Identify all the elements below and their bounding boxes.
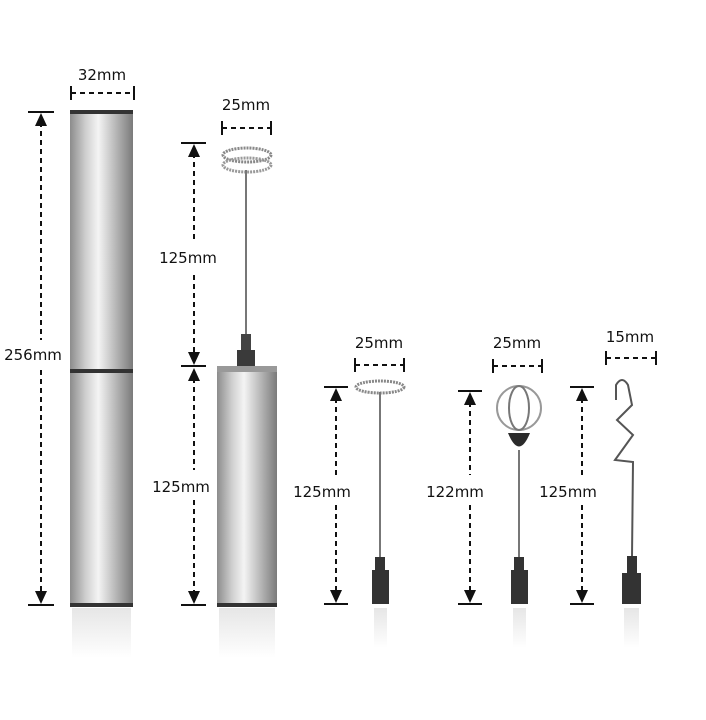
case-width-dimension: 32mm — [70, 66, 135, 100]
hook-length-dimension: 125mm — [539, 386, 597, 605]
hook-width-label: 15mm — [606, 328, 654, 346]
frother-head-width-dimension: 25mm — [221, 96, 272, 135]
frother-head-width-label: 25mm — [222, 96, 270, 114]
frother-shaft-dimension: 125mm — [159, 142, 217, 367]
case-width-label: 32mm — [78, 66, 126, 84]
spiral-hook-attachment — [613, 379, 641, 648]
case-height-label: 256mm — [4, 346, 62, 364]
frother-shaft-label: 125mm — [159, 249, 217, 267]
frother-body-dimension: 125mm — [152, 368, 210, 606]
case-height-dimension: 256mm — [4, 111, 62, 606]
milk-frother — [217, 146, 277, 658]
spring-whisk-width-label: 25mm — [355, 334, 403, 352]
spring-whisk-length-dimension: 125mm — [293, 386, 351, 605]
spring-whisk-length-label: 125mm — [293, 483, 351, 501]
frother-body-label: 125mm — [152, 478, 210, 496]
hook-width-dimension: 15mm — [605, 328, 657, 365]
balloon-whisk-length-label: 122mm — [426, 483, 484, 501]
balloon-whisk-attachment — [496, 385, 542, 648]
spring-whisk-width-dimension: 25mm — [354, 334, 405, 372]
balloon-whisk-width-label: 25mm — [493, 334, 541, 352]
spring-whisk-attachment — [354, 379, 406, 648]
balloon-whisk-length-dimension: 122mm — [426, 390, 484, 605]
hook-length-label: 125mm — [539, 483, 597, 501]
balloon-whisk-width-dimension: 25mm — [492, 334, 543, 373]
storage-case — [70, 110, 133, 658]
